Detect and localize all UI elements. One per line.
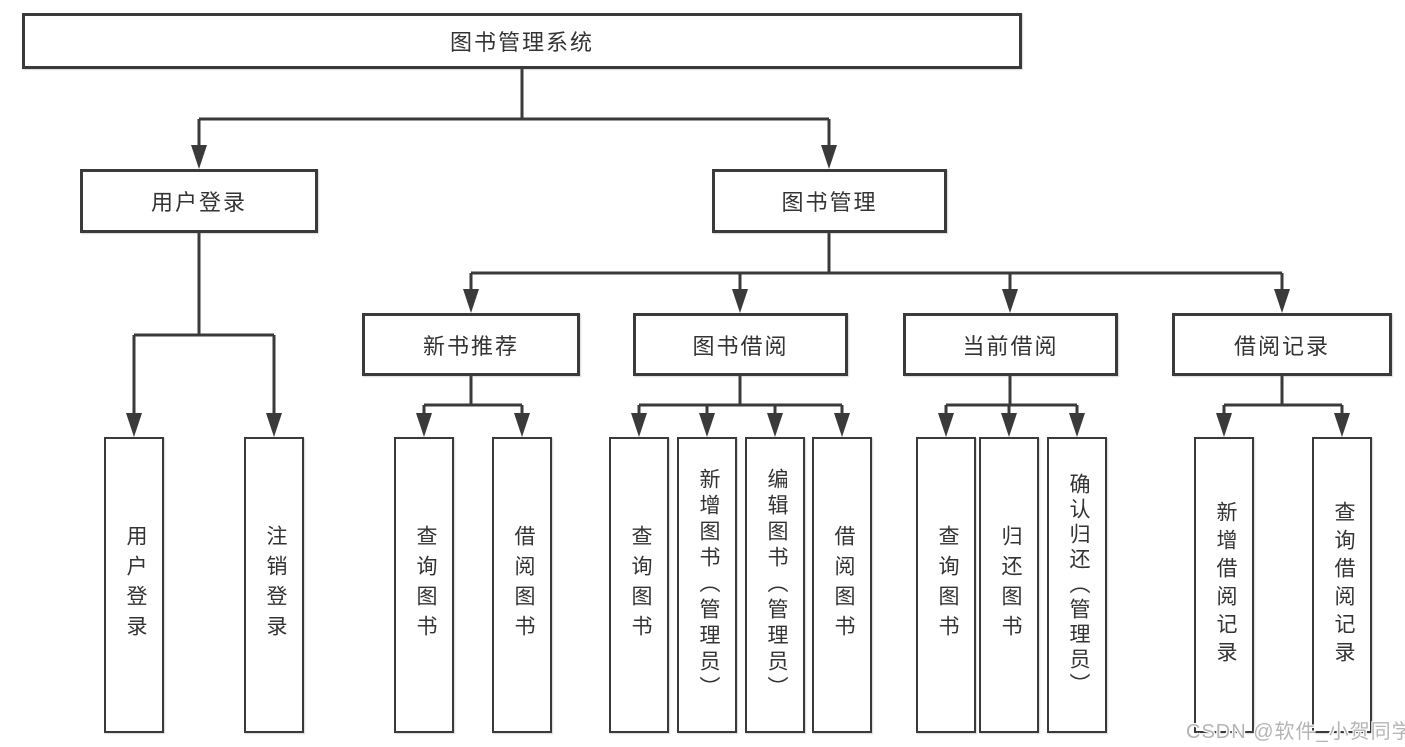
node-label: 新书推荐 [422,333,519,359]
node-label: 用户登录 [150,190,247,215]
node-leaf-user-login: 用户登录 [104,437,164,733]
arrowhead [732,289,748,313]
node-label: 图书借阅 [692,333,789,359]
arrowheads [126,145,1350,437]
arrowhead [631,413,647,437]
connector-currentborrow-trunk [944,376,1079,415]
arrowhead [1216,413,1232,437]
node-label: 图书管理系统 [449,30,594,55]
arrowhead [767,413,783,437]
node-leaf-borrow-book-bb: 借阅图书 [812,437,872,733]
arrowhead [821,145,837,169]
arrowhead [126,413,142,437]
arrowhead [938,413,954,437]
node-leaf-return-book: 归还图书 [979,437,1039,733]
node-leaf-query-book-cb: 查询图书 [916,437,976,733]
node-library-management-system: 图书管理系统 [22,13,1022,69]
arrowhead [834,413,850,437]
arrowhead [1001,413,1017,437]
arrowhead [191,145,207,169]
node-label: 图书管理 [781,190,878,215]
node-leaf-query-book-rec: 查询图书 [394,437,454,733]
node-leaf-confirm-return-admin: 确认归还（管理员） [1047,437,1107,733]
node-leaf-borrow-book-rec: 借阅图书 [492,437,552,733]
arrowhead [416,413,432,437]
node-current-borrow: 当前借阅 [903,313,1118,376]
node-user-login: 用户登录 [80,169,318,233]
arrowhead [266,413,282,437]
arrowhead [1069,413,1085,437]
node-leaf-logout: 注销登录 [244,437,304,733]
connector-userlogin-trunk [132,233,276,415]
connector-borrowrecord-trunk [1222,376,1344,415]
node-borrow-record: 借阅记录 [1172,313,1392,376]
connector-bookmgmt-trunk [469,233,1284,291]
node-book-borrow: 图书借阅 [633,313,848,376]
node-label: 借阅记录 [1233,333,1330,359]
node-new-book-recommend: 新书推荐 [362,313,580,376]
csdn-watermark: CSDN @软件_小贺同学 [1186,721,1405,743]
arrowhead [1002,289,1018,313]
arrowhead [463,289,479,313]
arrowhead [1334,413,1350,437]
node-leaf-edit-book-admin: 编辑图书（管理员） [745,437,805,733]
node-label: 当前借阅 [962,333,1059,359]
arrowhead [699,413,715,437]
node-leaf-query-borrow-record: 查询借阅记录 [1312,437,1372,733]
node-book-management: 图书管理 [712,169,947,233]
connector-root-trunk [197,69,831,147]
connector-newbookrec-trunk [422,376,524,415]
node-leaf-add-book-admin: 新增图书（管理员） [677,437,737,733]
arrowhead [514,413,530,437]
connector-bookborrow-trunk [637,376,844,415]
arrowhead [1274,289,1290,313]
node-leaf-add-borrow-record: 新增借阅记录 [1194,437,1254,733]
node-leaf-query-book-bb: 查询图书 [609,437,669,733]
